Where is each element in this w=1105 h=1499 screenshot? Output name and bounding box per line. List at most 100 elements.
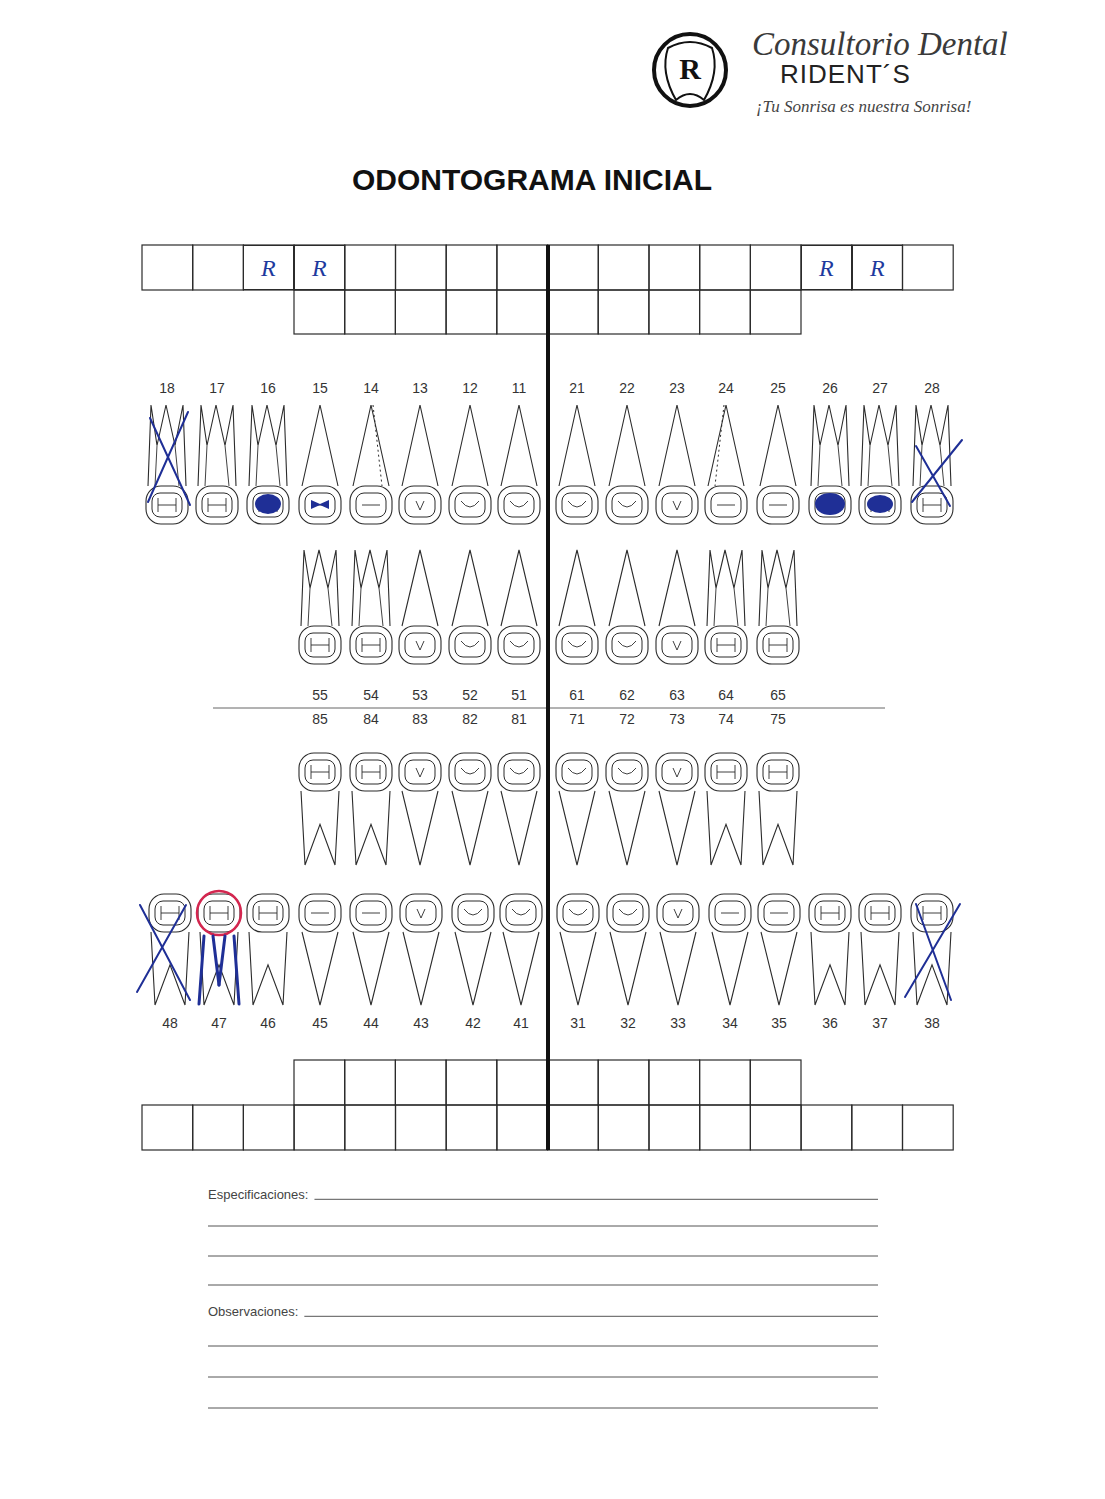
tooth-root	[501, 550, 537, 626]
tooth-crown	[859, 894, 901, 932]
form-line	[304, 1316, 878, 1317]
tooth-detail	[362, 505, 380, 506]
tooth-drawing	[500, 894, 542, 1005]
tooth-occlusal	[152, 493, 182, 517]
tooth-number: 62	[619, 688, 635, 703]
tooth-occlusal	[253, 901, 283, 925]
filling-mark	[311, 500, 329, 509]
tooth-occlusal	[305, 633, 335, 657]
chart-cell	[548, 1105, 599, 1150]
chart-cell	[903, 245, 954, 290]
tooth-number: 35	[771, 1016, 787, 1031]
tooth-occlusal	[763, 760, 793, 784]
tooth-crown	[705, 753, 747, 791]
tooth-drawing	[656, 753, 698, 865]
tooth-detail	[210, 906, 228, 920]
tooth-root	[707, 550, 745, 626]
tooth-number: 46	[260, 1016, 276, 1031]
tooth-root	[455, 932, 491, 1005]
tooth-crown	[247, 894, 289, 932]
chart-cell	[446, 1105, 497, 1150]
tooth-drawing	[656, 405, 698, 524]
tooth-crown	[498, 486, 540, 524]
tooth-root	[402, 550, 438, 626]
tooth-drawing	[498, 550, 540, 664]
tooth-number: 11	[512, 381, 527, 396]
tooth-drawing	[809, 405, 851, 524]
tooth-detail	[311, 913, 329, 914]
chart-cell	[142, 245, 193, 290]
tooth-detail	[311, 765, 329, 779]
tooth-occlusal	[204, 901, 234, 925]
tooth-root	[198, 405, 236, 486]
tooth-crown	[350, 626, 392, 664]
tooth-detail	[568, 641, 586, 647]
tooth-drawing	[449, 550, 491, 664]
tooth-detail	[362, 913, 380, 914]
form-title: ODONTOGRAMA INICIAL	[352, 163, 712, 196]
tooth-drawing	[556, 550, 598, 664]
tooth-drawing	[299, 894, 341, 1005]
tooth-occlusal	[405, 633, 435, 657]
tooth-occlusal	[815, 493, 845, 517]
tooth-root	[308, 588, 332, 626]
tooth-crown	[757, 753, 799, 791]
chart-cell	[852, 245, 903, 290]
tooth-detail	[821, 906, 839, 920]
tooth-root	[352, 791, 390, 865]
tooth-crown	[911, 486, 953, 524]
tooth-root	[402, 405, 438, 486]
tooth-number: 75	[770, 712, 786, 727]
tooth-occlusal	[612, 493, 642, 517]
tooth-root	[501, 405, 537, 486]
chart-cell	[193, 245, 244, 290]
tooth-root	[256, 446, 280, 487]
tooth-number: 25	[770, 381, 786, 396]
chart-cell	[345, 1060, 396, 1105]
chart-cell	[598, 1060, 649, 1105]
tooth-root	[609, 405, 645, 486]
chart-cell	[294, 1060, 345, 1105]
tooth-occlusal	[663, 901, 693, 925]
tooth-drawing	[299, 405, 341, 524]
tooth-drawing	[911, 405, 953, 524]
tooth-detail	[568, 768, 586, 774]
tooth-detail	[158, 498, 176, 512]
tooth-root	[712, 932, 748, 1005]
tooth-detail	[461, 641, 479, 647]
tooth-occlusal	[612, 760, 642, 784]
tooth-crown	[556, 486, 598, 524]
tooth-root	[759, 791, 797, 865]
chart-cell	[750, 290, 801, 334]
tooth-occlusal	[356, 901, 386, 925]
tooth-occlusal	[305, 493, 335, 517]
tooth-root	[559, 791, 595, 865]
chart-cell	[446, 1060, 497, 1105]
tooth-drawing	[556, 753, 598, 865]
root-canal-mark	[199, 936, 204, 1004]
tooth-root	[759, 550, 797, 626]
tooth-drawing	[709, 894, 751, 1005]
chart-cell	[750, 1060, 801, 1105]
tooth-occlusal	[458, 901, 488, 925]
chart-cell	[750, 1105, 801, 1150]
tooth-root	[913, 932, 951, 1005]
tooth-root	[766, 588, 790, 626]
tooth-detail	[769, 505, 787, 506]
tooth-crown	[399, 486, 441, 524]
tooth-detail	[461, 501, 479, 507]
extraction-mark	[912, 440, 962, 502]
tooth-detail	[464, 909, 482, 915]
tooth-crown	[452, 894, 494, 932]
tooth-number: 13	[412, 381, 428, 396]
tooth-occlusal	[504, 633, 534, 657]
extraction-mark	[140, 905, 190, 1000]
tooth-number: 52	[462, 688, 478, 703]
tooth-detail	[512, 909, 530, 915]
tooth-drawing	[757, 753, 799, 865]
tooth-root	[402, 791, 438, 865]
tooth-number: 44	[363, 1016, 379, 1031]
tooth-root	[818, 446, 842, 487]
tooth-detail	[510, 641, 528, 647]
tooth-root	[503, 932, 539, 1005]
